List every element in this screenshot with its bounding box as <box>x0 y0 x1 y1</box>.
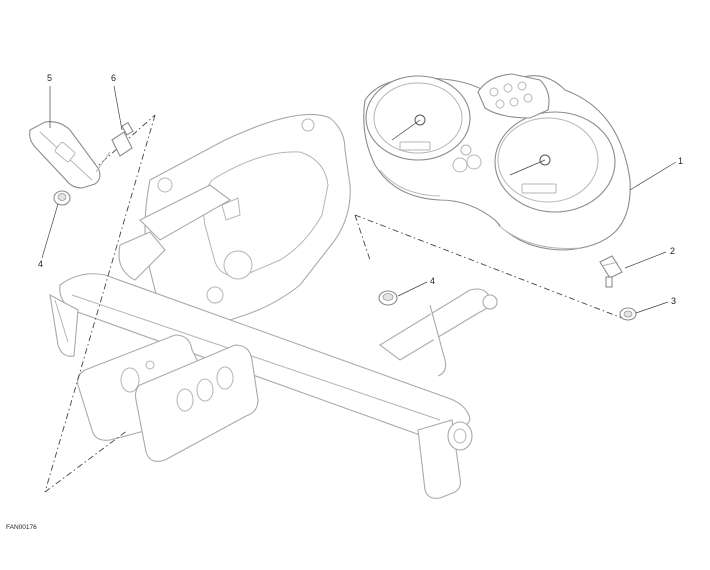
mounting-stud-part-2 <box>599 255 623 288</box>
sensor-stud-part-6 <box>95 121 134 173</box>
grommet-part-4-right <box>378 290 398 306</box>
grommet-part-4-left <box>53 190 71 206</box>
callout-6: 6 <box>111 73 116 83</box>
leader-lines <box>41 85 677 314</box>
callout-1: 1 <box>678 156 683 166</box>
callout-2: 2 <box>670 246 675 256</box>
callout-4-right: 4 <box>430 276 435 286</box>
instrument-cluster <box>363 73 631 251</box>
instrument-bracket-frame <box>49 113 498 499</box>
figure-reference-code: FAN00176 <box>6 524 37 531</box>
callout-4-left: 4 <box>38 259 43 269</box>
callout-5: 5 <box>47 73 52 83</box>
sensor-bracket-part-5 <box>29 121 101 189</box>
callout-3: 3 <box>671 296 676 306</box>
callout-labels: 1 2 3 4 4 5 6 <box>38 73 683 306</box>
nut-part-3 <box>619 307 637 321</box>
